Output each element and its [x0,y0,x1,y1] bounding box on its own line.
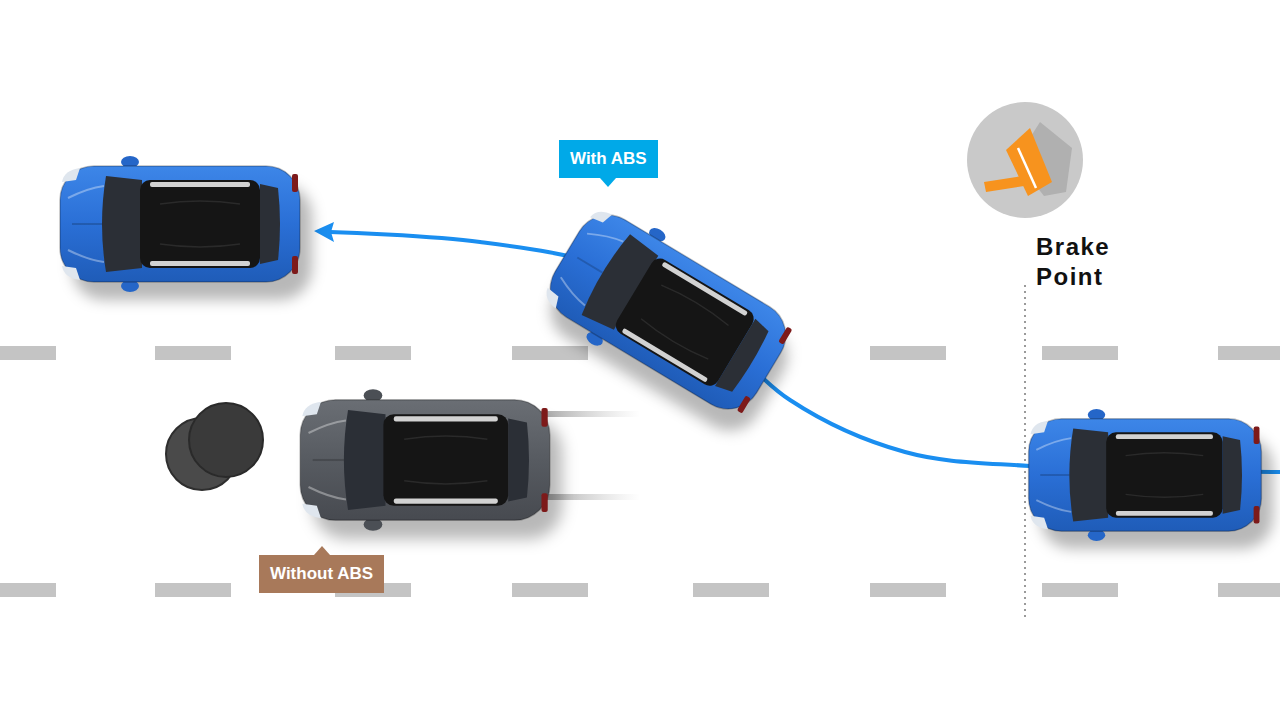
lane-dash [1042,583,1118,597]
roof-rail [150,261,250,266]
headlight [1031,421,1048,435]
tail-light [292,256,298,274]
hood-line [587,224,623,252]
roof-crease [160,201,240,247]
headlight [1031,516,1048,530]
headlight [62,266,80,280]
windshield [102,176,142,272]
roof [1106,432,1222,517]
roof-rail [1116,511,1213,516]
brake-point-line [1024,285,1026,620]
obstacle [166,403,263,490]
car-body [538,203,798,422]
roof-rail [394,498,498,503]
hood-line [72,223,102,225]
callout-tail-shape [314,546,330,555]
lane-dash [870,346,946,360]
tail-light [292,174,298,192]
callout-text: Without ABS [270,563,373,585]
tail-light [778,327,792,345]
lane-dash [155,346,231,360]
lane-dash [0,346,56,360]
tail-light [541,408,547,427]
hood-line [1036,438,1071,450]
lane-dash [512,583,588,597]
lane-dash [1218,583,1280,597]
pedal-pad [1006,128,1052,196]
car [300,389,562,539]
roof [612,255,757,389]
roof [383,414,508,506]
headlight [590,205,612,226]
callout-text: With ABS [570,148,647,170]
trajectory-arrowhead [314,222,334,242]
hood-line [309,420,346,432]
headlight [62,168,80,182]
headlight [541,288,563,309]
roof-rail [394,416,498,421]
icon-circle [967,102,1083,218]
windshield [1069,428,1108,521]
lane-dash [693,583,769,597]
brake-point-label: Brake Point [1036,232,1154,292]
brake-pedal-icon [967,102,1083,218]
hood-line [313,459,344,461]
roof-rail [150,182,250,187]
callout-box: With ABS [559,140,658,178]
hood-line [68,250,104,262]
rear-window [260,184,280,264]
lane-dash [155,583,231,597]
callout-tail [314,546,330,555]
lane-dash [335,346,411,360]
lane-dash [870,583,946,597]
headlight [302,402,321,417]
tail-light [737,395,751,413]
roof-rail [622,328,709,383]
tail-light [1254,506,1260,523]
lane-dash [1042,346,1118,360]
tail-light [1254,427,1260,444]
headlight [302,504,321,519]
car-body [60,166,300,282]
hood-line [555,277,591,305]
car [60,156,312,300]
pedal-groove [1018,148,1036,188]
car [529,194,813,442]
hood-line [1036,500,1071,512]
car-body [1029,419,1262,532]
windshield [344,410,386,510]
hood-line [309,487,346,499]
hood-line [1040,474,1069,476]
rear-window [508,418,529,501]
obstacle-disc [189,403,263,477]
lane-dash [0,583,56,597]
lane-dash [512,346,588,360]
pedal-lever [984,176,1024,192]
roof [140,180,260,268]
hood-line [68,186,104,198]
hood-line [577,257,602,272]
car-body [300,400,550,521]
callout-box: Without ABS [259,555,384,593]
callout-tail-shape [600,178,616,187]
car [1029,409,1273,549]
rear-window [1223,436,1242,514]
tail-light [541,493,547,512]
roof-rail [1116,434,1213,439]
lane-dash [1218,346,1280,360]
roof-crease [1126,453,1204,498]
lane-markings [0,346,1280,597]
roof-rail [661,262,748,317]
callout-tail [600,178,616,187]
roof-crease [404,436,487,484]
